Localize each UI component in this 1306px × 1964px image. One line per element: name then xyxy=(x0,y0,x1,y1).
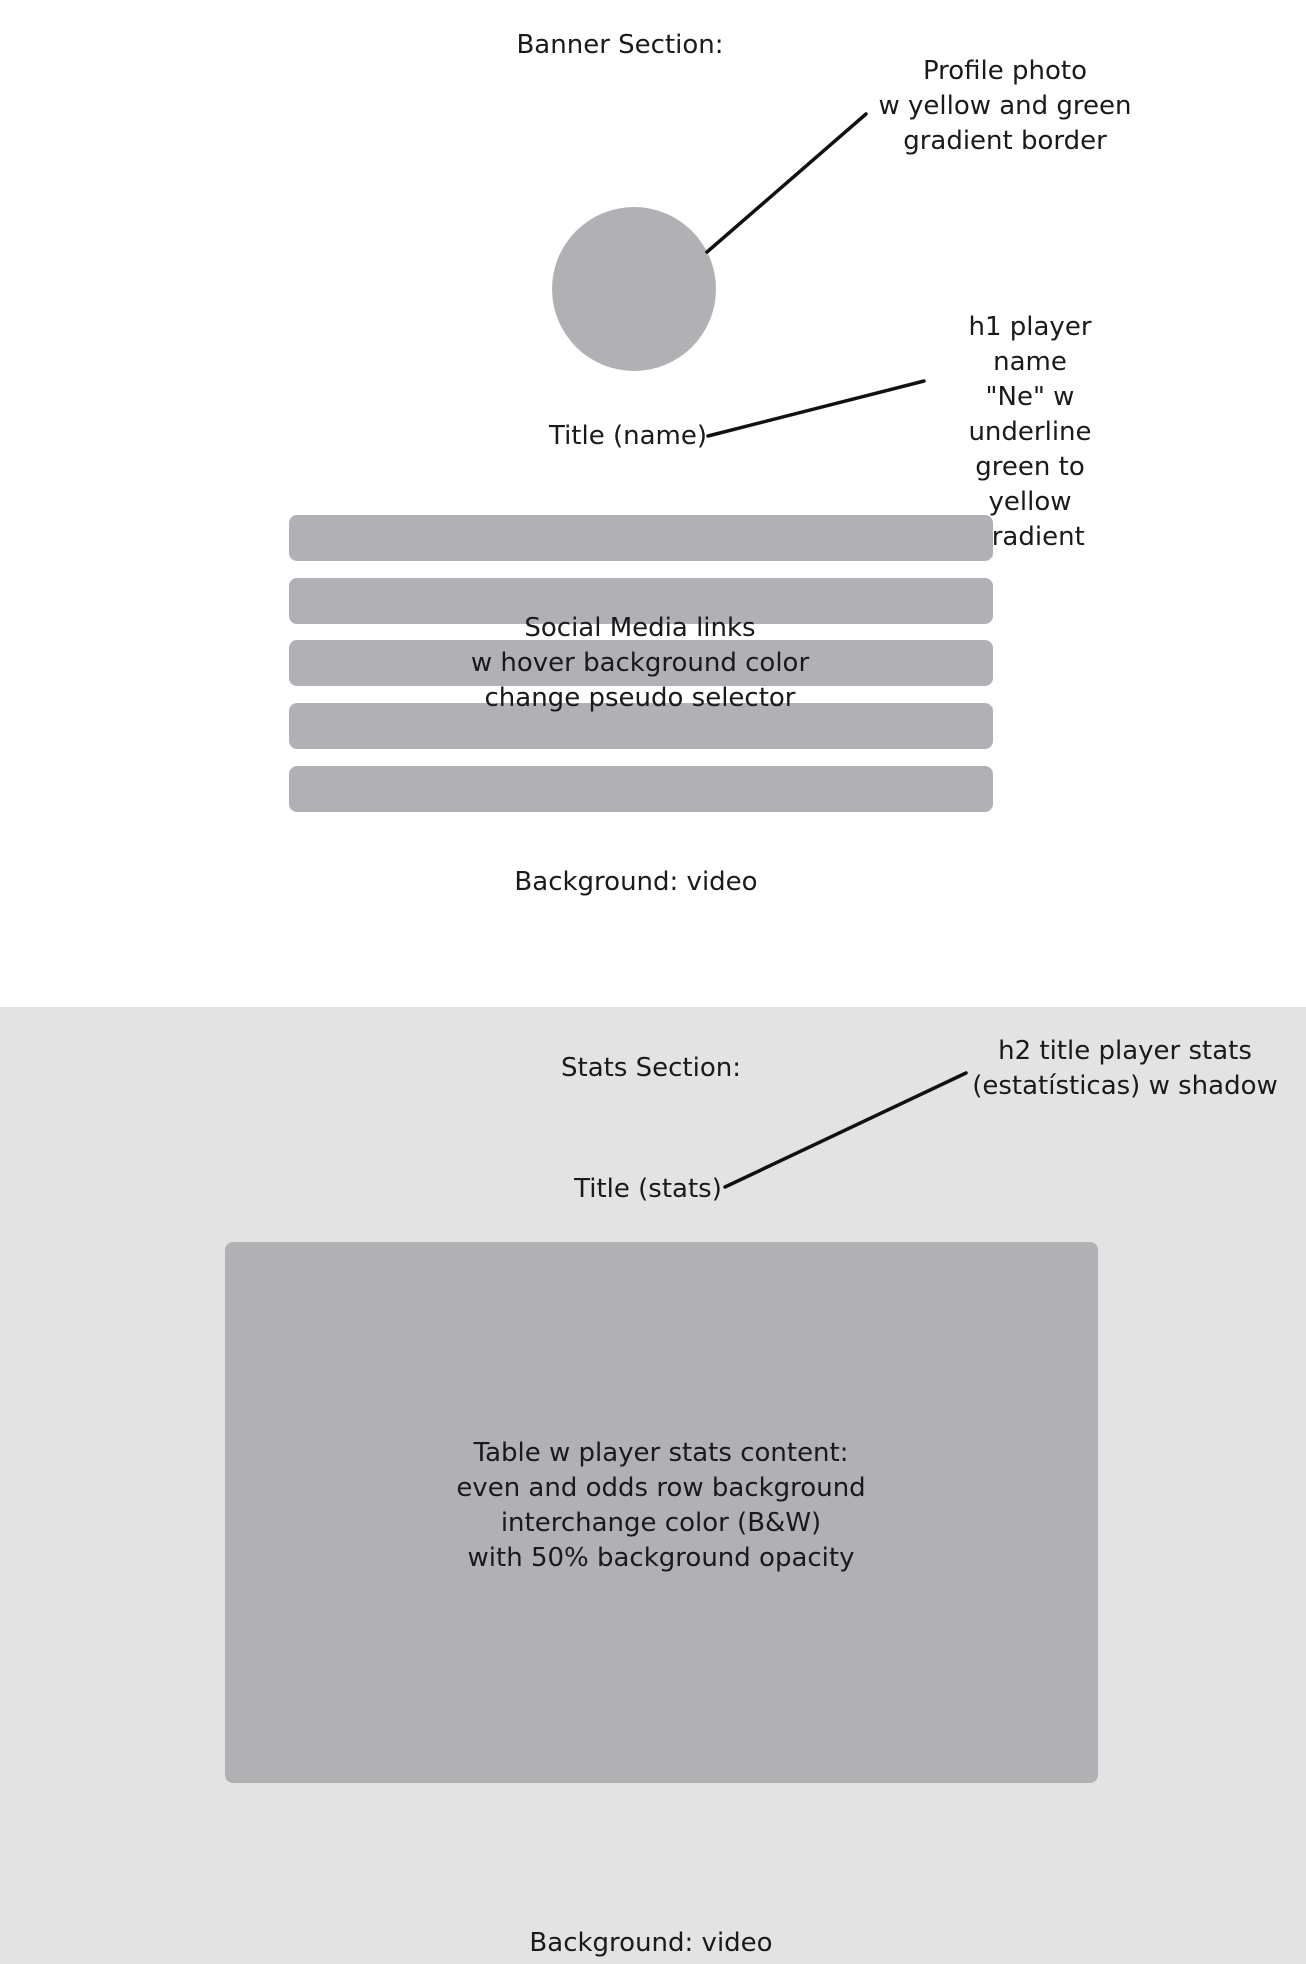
social-link-bar xyxy=(289,578,993,624)
profile-photo-note: Profile photo w yellow and green gradien… xyxy=(878,56,1132,156)
stats-background-label: Background: video xyxy=(529,1928,773,1958)
social-link-bar xyxy=(289,766,993,812)
h2-title-note: h2 title player stats (estatísticas) w s… xyxy=(972,1036,1278,1101)
title-stats-label: Title (stats) xyxy=(574,1174,722,1204)
title-name-label: Title (name) xyxy=(548,421,707,451)
banner-section-label: Banner Section: xyxy=(516,30,724,60)
stats-table-note: Table w player stats content: even and o… xyxy=(456,1438,866,1573)
profile-photo-placeholder xyxy=(552,207,716,371)
banner-section xyxy=(0,0,1306,1007)
social-link-bar xyxy=(289,640,993,686)
banner-background-label: Background: video xyxy=(514,867,758,897)
social-link-bar xyxy=(289,703,993,749)
social-link-bar xyxy=(289,515,993,561)
stats-table-placeholder xyxy=(225,1242,1098,1783)
social-links-note: Social Media links w hover background co… xyxy=(470,613,810,713)
stats-section-label: Stats Section: xyxy=(561,1053,741,1083)
h1-title-note: h1 player name "Ne" w underline green to… xyxy=(968,312,1092,552)
